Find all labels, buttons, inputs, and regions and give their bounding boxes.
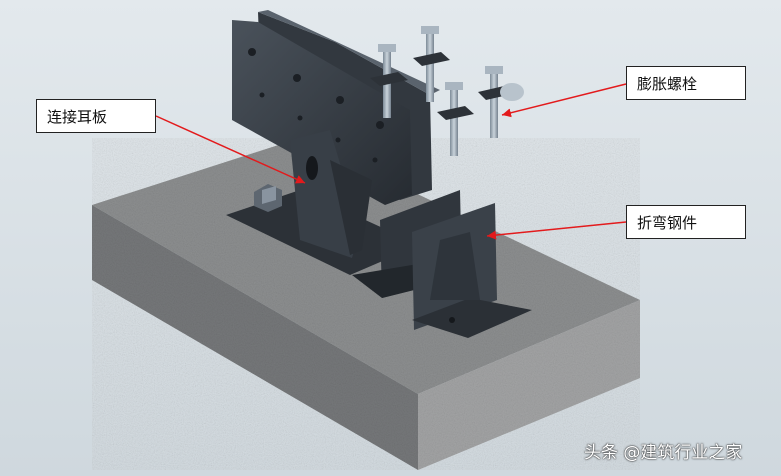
expansion-bolt-4 — [478, 66, 524, 138]
arrow-steel — [486, 221, 627, 240]
connection-lug-plate — [232, 20, 412, 205]
label-connection-lug: 连接耳板 — [36, 99, 156, 133]
plate-holes — [248, 48, 384, 163]
bent-steel-front — [412, 203, 532, 338]
expansion-bolt-3 — [437, 82, 474, 156]
label-expansion-bolt: 膨胀螺栓 — [626, 66, 746, 100]
arrow-bracket — [155, 115, 306, 184]
lug-slot — [306, 156, 318, 180]
label-bent-steel: 折弯钢件 — [626, 205, 746, 239]
watermark: 头条 @建筑行业之家 — [584, 443, 743, 463]
concrete-left — [92, 205, 418, 470]
expansion-bolt-2 — [413, 26, 450, 102]
hex-nut — [254, 184, 282, 212]
concrete-right — [418, 300, 640, 470]
arrow-bolt — [501, 83, 627, 118]
expansion-bolt-1 — [370, 44, 408, 118]
side-rib — [330, 160, 372, 255]
